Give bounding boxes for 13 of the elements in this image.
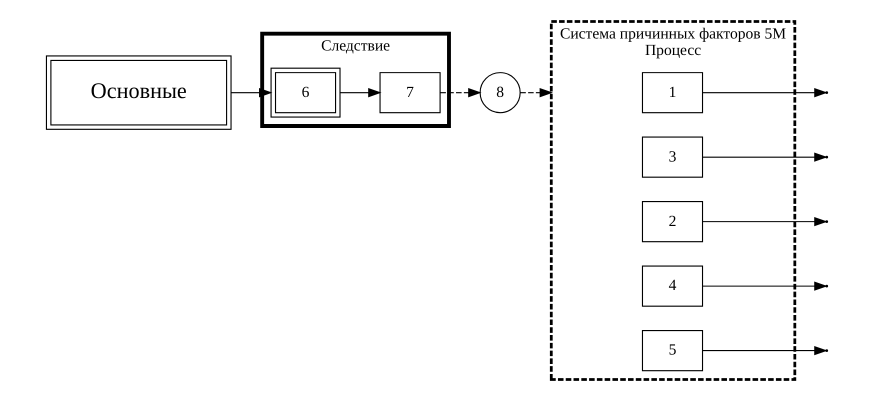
node-box: 3	[641, 136, 703, 178]
node-box: 1	[641, 72, 703, 114]
node-box: 7	[379, 72, 440, 114]
node-box: 6	[270, 68, 340, 118]
arrow	[440, 88, 482, 98]
node-box: Основные	[45, 55, 232, 130]
node-box: 5	[641, 330, 703, 372]
node-circle: 8	[479, 72, 520, 114]
arrow	[520, 88, 552, 98]
arrow	[340, 88, 382, 98]
node-box: 2	[641, 201, 703, 242]
node-box: 4	[641, 266, 703, 307]
arrow	[230, 88, 272, 98]
